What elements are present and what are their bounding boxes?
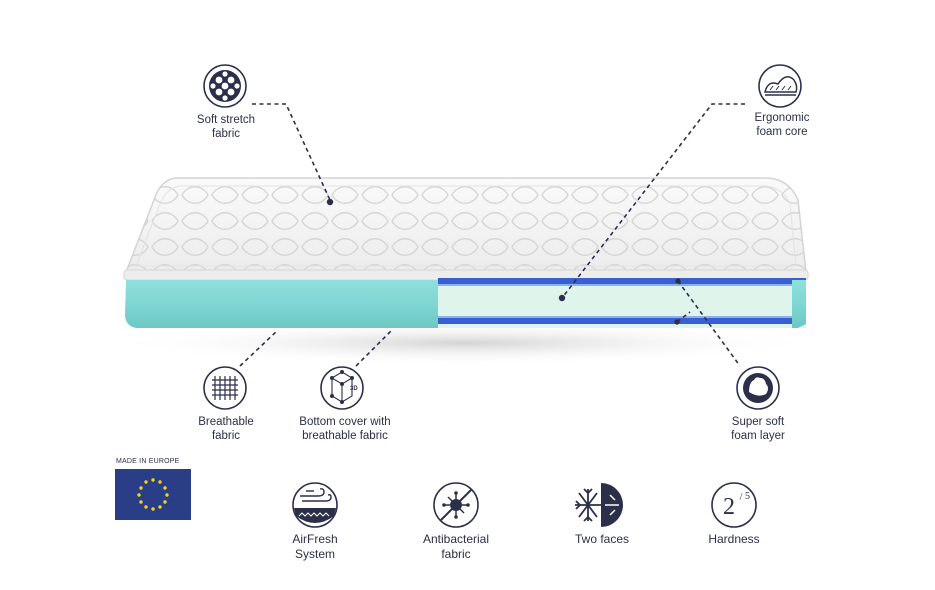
ergonomic-foam-icon: [758, 64, 802, 108]
two-faces-icon: [575, 483, 623, 527]
label-two-faces: Two faces: [560, 532, 644, 547]
airfresh-icon: [292, 482, 338, 528]
hardness-slash: /: [740, 492, 743, 503]
antibacterial-icon: [433, 482, 479, 528]
label-line: Breathable: [198, 416, 254, 428]
label-line: System: [294, 546, 335, 561]
label-bottom-cover: Bottom cover with breathable fabric: [290, 415, 400, 443]
label-line: Bottom cover with: [299, 416, 391, 428]
hardness-numerator: 2: [723, 494, 735, 520]
label-ergonomic-foam-core: Ergonomic foam core: [742, 111, 822, 139]
soft-foam-layer-icon: [736, 366, 780, 410]
callout-line-super-soft: [677, 280, 741, 367]
callout-line-ergonomic: [561, 103, 745, 299]
soft-stretch-fabric-icon: [203, 64, 247, 108]
mattress-top: [124, 177, 807, 273]
label-super-soft-foam-layer: Super soft foam layer: [720, 415, 796, 443]
callout-line-breathable: [239, 329, 279, 367]
label-soft-stretch-fabric: Soft stretch fabric: [185, 113, 267, 141]
callout-line-soft-stretch: [252, 103, 331, 201]
mattress-shadow: [105, 321, 825, 365]
label-line: breathable fabric: [302, 430, 388, 442]
3d-cover-icon: [320, 366, 364, 410]
breathable-mesh-icon: [203, 366, 247, 410]
callout-line-lower-layer: [676, 311, 691, 323]
hardness-icon: 2 / 5: [711, 482, 757, 528]
3d-icon-text: 3D: [350, 386, 358, 392]
label-line: Two faces: [574, 532, 630, 546]
label-line: Hardness: [708, 532, 760, 546]
label-line: fabric: [211, 430, 241, 442]
callout-line-bottom-cover: [355, 329, 393, 367]
label-line: Soft stretch: [196, 114, 256, 126]
label-line: fabric: [211, 128, 241, 140]
label-line: AirFresh: [292, 532, 338, 546]
label-line: Super soft: [731, 416, 785, 428]
eu-flag-icon: [115, 469, 191, 520]
label-line: fabric: [441, 546, 471, 561]
label-breathable-fabric: Breathable fabric: [186, 415, 266, 443]
label-line: foam core: [756, 126, 808, 138]
mattress-cross-section: [438, 278, 806, 328]
callout-dots: [326, 198, 681, 325]
label-hardness: Hardness: [694, 532, 774, 547]
hardness-denominator: 5: [745, 491, 750, 502]
label-airfresh-system: AirFresh System: [275, 532, 355, 561]
label-line: foam layer: [731, 430, 785, 442]
label-line: Antibacterial: [422, 532, 490, 546]
label-antibacterial-fabric: Antibacterial fabric: [411, 532, 501, 561]
mattress-side-cover: [125, 280, 438, 328]
label-line: Ergonomic: [754, 112, 810, 124]
callout-lines: [239, 103, 745, 367]
made-in-europe-caption: MADE IN EUROPE: [116, 458, 180, 465]
